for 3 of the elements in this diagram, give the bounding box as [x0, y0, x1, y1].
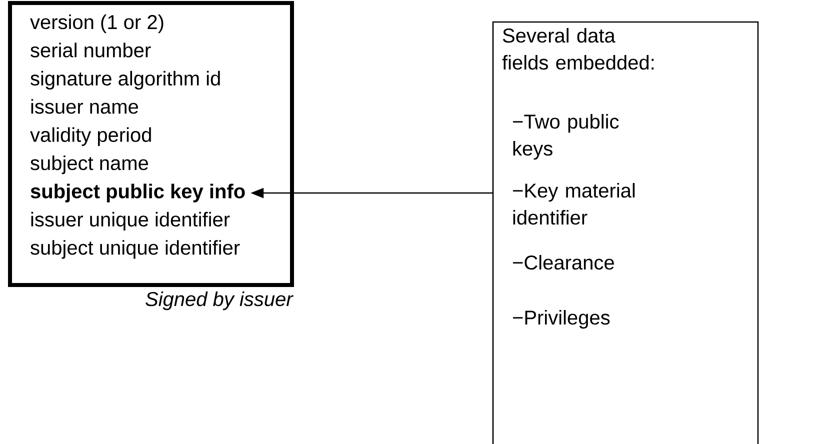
fields-box: Several data fields embedded: −Two public keys −Key material identifier −Clearance −Privileges: [492, 21, 759, 444]
caption-text: Signed by issuer: [146, 292, 294, 310]
field-list-box: version (1 or 2) serial number signature algorithm id issuer name validity period subject name subject public key info issuer unique identifier subject unique identifier: [8, 1, 294, 287]
